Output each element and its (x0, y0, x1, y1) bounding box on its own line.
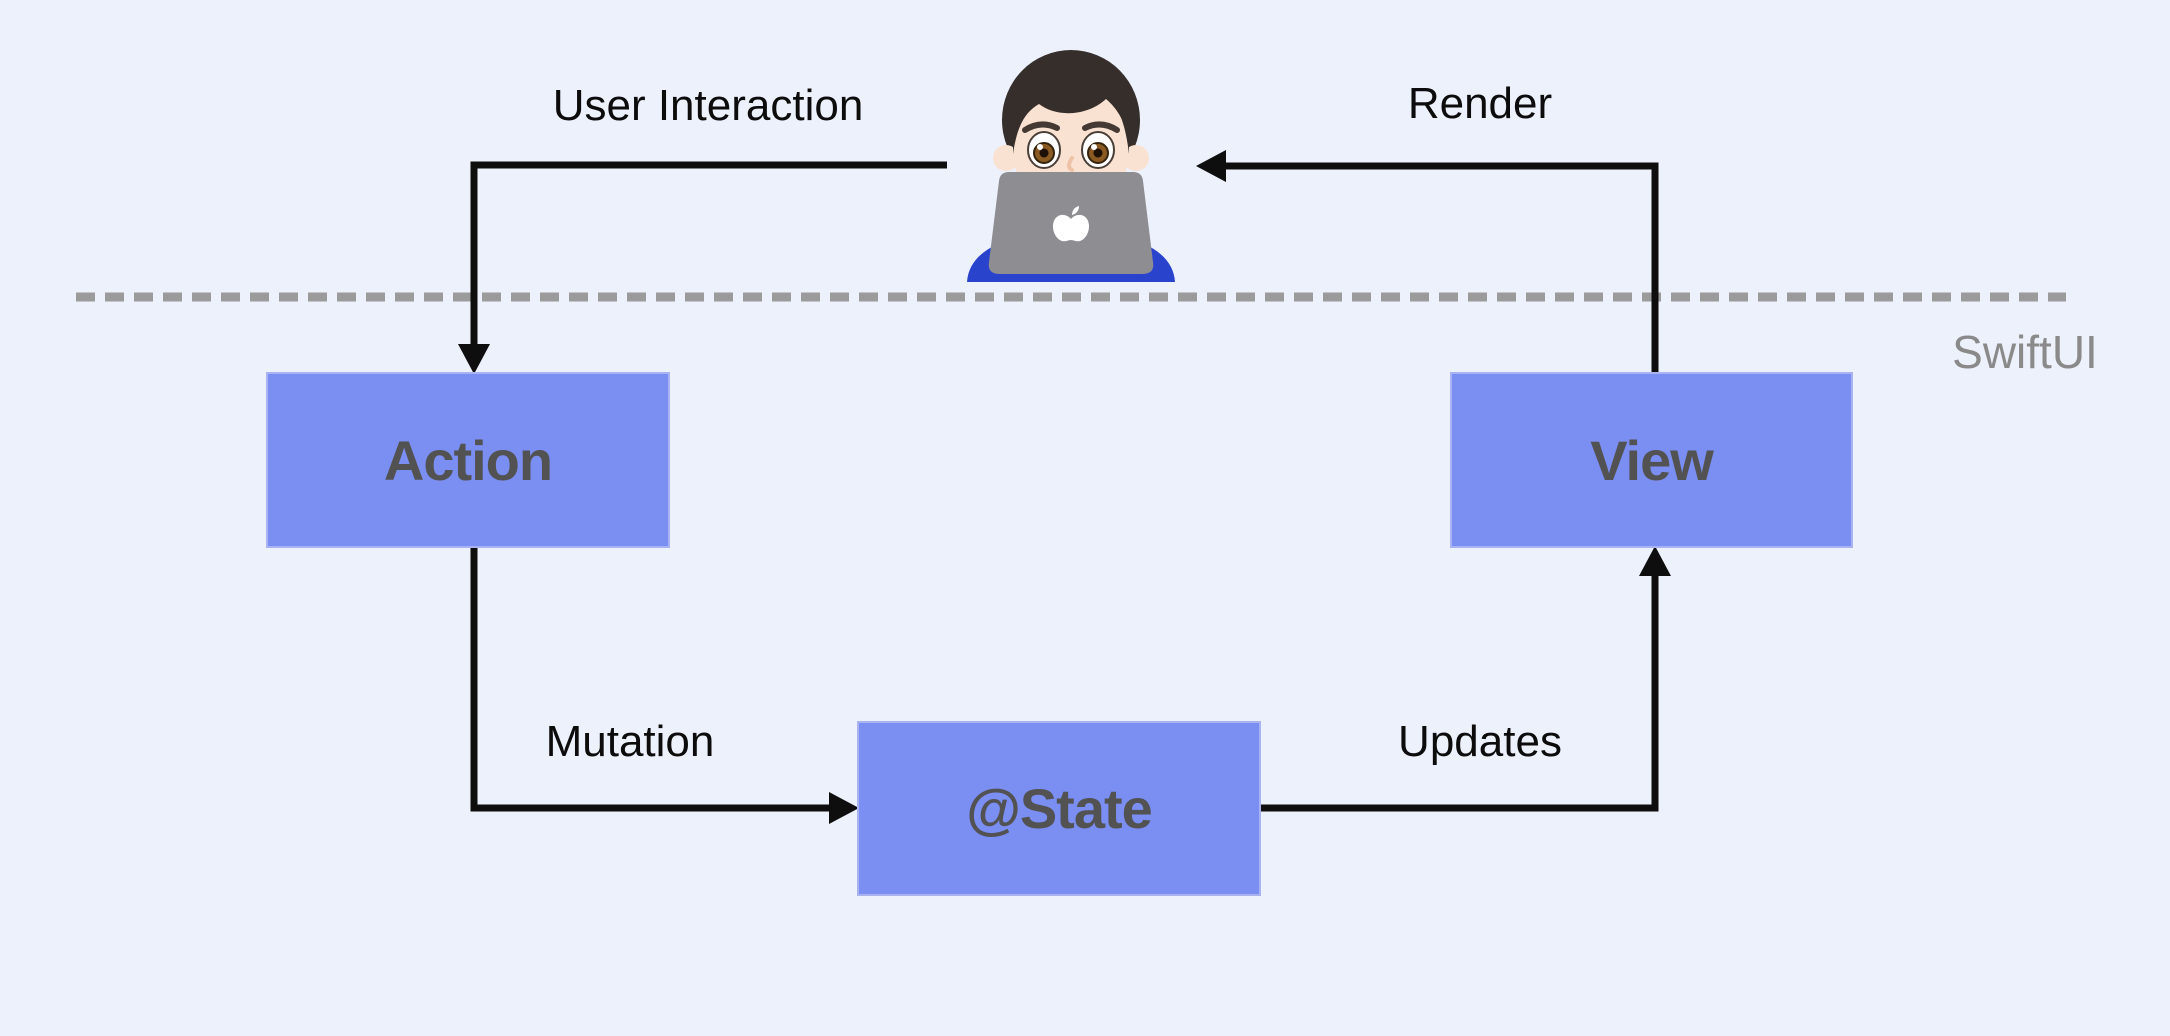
man-technologist-icon (967, 50, 1175, 282)
arrowhead-mutation (829, 792, 859, 824)
edge-label-user-interaction: User Interaction (552, 81, 864, 130)
arrowhead-user-interaction (458, 344, 490, 374)
arrow-updates (1261, 576, 1659, 812)
edge-label-render: Render (1407, 79, 1553, 128)
left-ear-shape (993, 145, 1019, 171)
arrow-user-interaction (470, 161, 947, 344)
state-node: @State (857, 721, 1261, 896)
arrowhead-updates (1639, 546, 1671, 576)
right-eyebrow-shape (1082, 121, 1120, 133)
arrow-mutation (470, 546, 829, 812)
left-eyebrow-shape (1022, 121, 1060, 133)
right-eye-highlight (1091, 144, 1097, 150)
arrow-render (1226, 162, 1659, 374)
action-node: Action (266, 372, 670, 548)
edge-label-mutation: Mutation (545, 717, 715, 766)
apple-logo-icon (1052, 206, 1090, 242)
nose-shape (1067, 156, 1074, 172)
arrowhead-render (1196, 150, 1226, 182)
right-ear-shape (1123, 145, 1149, 171)
edge-label-updates: Updates (1398, 717, 1562, 766)
hair-fringe-shape (1013, 66, 1129, 154)
left-eye-highlight (1037, 144, 1043, 150)
view-node: View (1450, 372, 1853, 548)
framework-label: SwiftUI (1952, 326, 2098, 378)
left-pupil-shape (1039, 148, 1049, 158)
right-pupil-shape (1093, 148, 1103, 158)
